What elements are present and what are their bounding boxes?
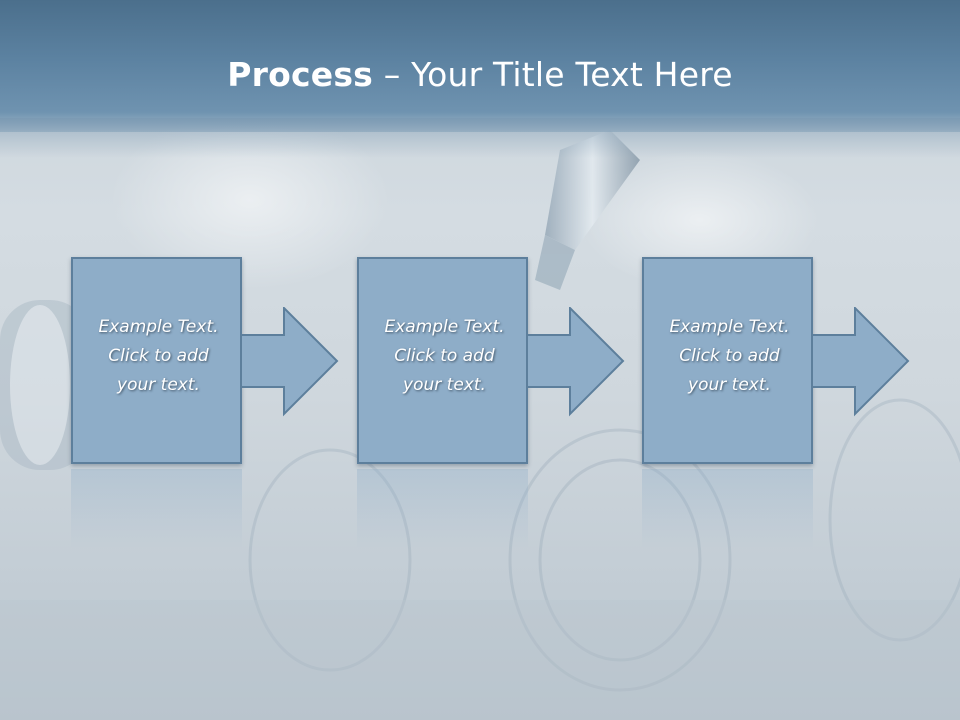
- step-text-line-3: your text.: [117, 375, 200, 395]
- step-text-line-2: Click to add: [394, 346, 495, 366]
- step-box[interactable]: Example Text. Click to add your text.: [71, 257, 242, 464]
- step-reflection: [642, 469, 813, 549]
- step-text[interactable]: Example Text. Click to add your text.: [73, 313, 244, 400]
- right-arrow-icon: [528, 307, 625, 417]
- step-text-line-1: Example Text.: [98, 317, 219, 337]
- step-text-line-1: Example Text.: [669, 317, 790, 337]
- step-reflection: [71, 469, 242, 549]
- right-arrow-icon: [813, 307, 910, 417]
- step-text-line-3: your text.: [688, 375, 771, 395]
- right-arrow-icon: [242, 307, 339, 417]
- step-box[interactable]: Example Text. Click to add your text.: [642, 257, 813, 464]
- step-reflection: [357, 469, 528, 549]
- step-text-line-1: Example Text.: [384, 317, 505, 337]
- step-text-line-3: your text.: [403, 375, 486, 395]
- step-text[interactable]: Example Text. Click to add your text.: [644, 313, 815, 400]
- step-text[interactable]: Example Text. Click to add your text.: [359, 313, 530, 400]
- step-box[interactable]: Example Text. Click to add your text.: [357, 257, 528, 464]
- slide-title-rest: – Your Title Text Here: [373, 55, 733, 94]
- slide-title-bold: Process: [227, 55, 374, 94]
- title-bar: [0, 0, 960, 132]
- slide-title[interactable]: Process – Your Title Text Here: [0, 48, 960, 102]
- title-bar-fade: [0, 118, 960, 158]
- step-text-line-2: Click to add: [679, 346, 780, 366]
- step-text-line-2: Click to add: [108, 346, 209, 366]
